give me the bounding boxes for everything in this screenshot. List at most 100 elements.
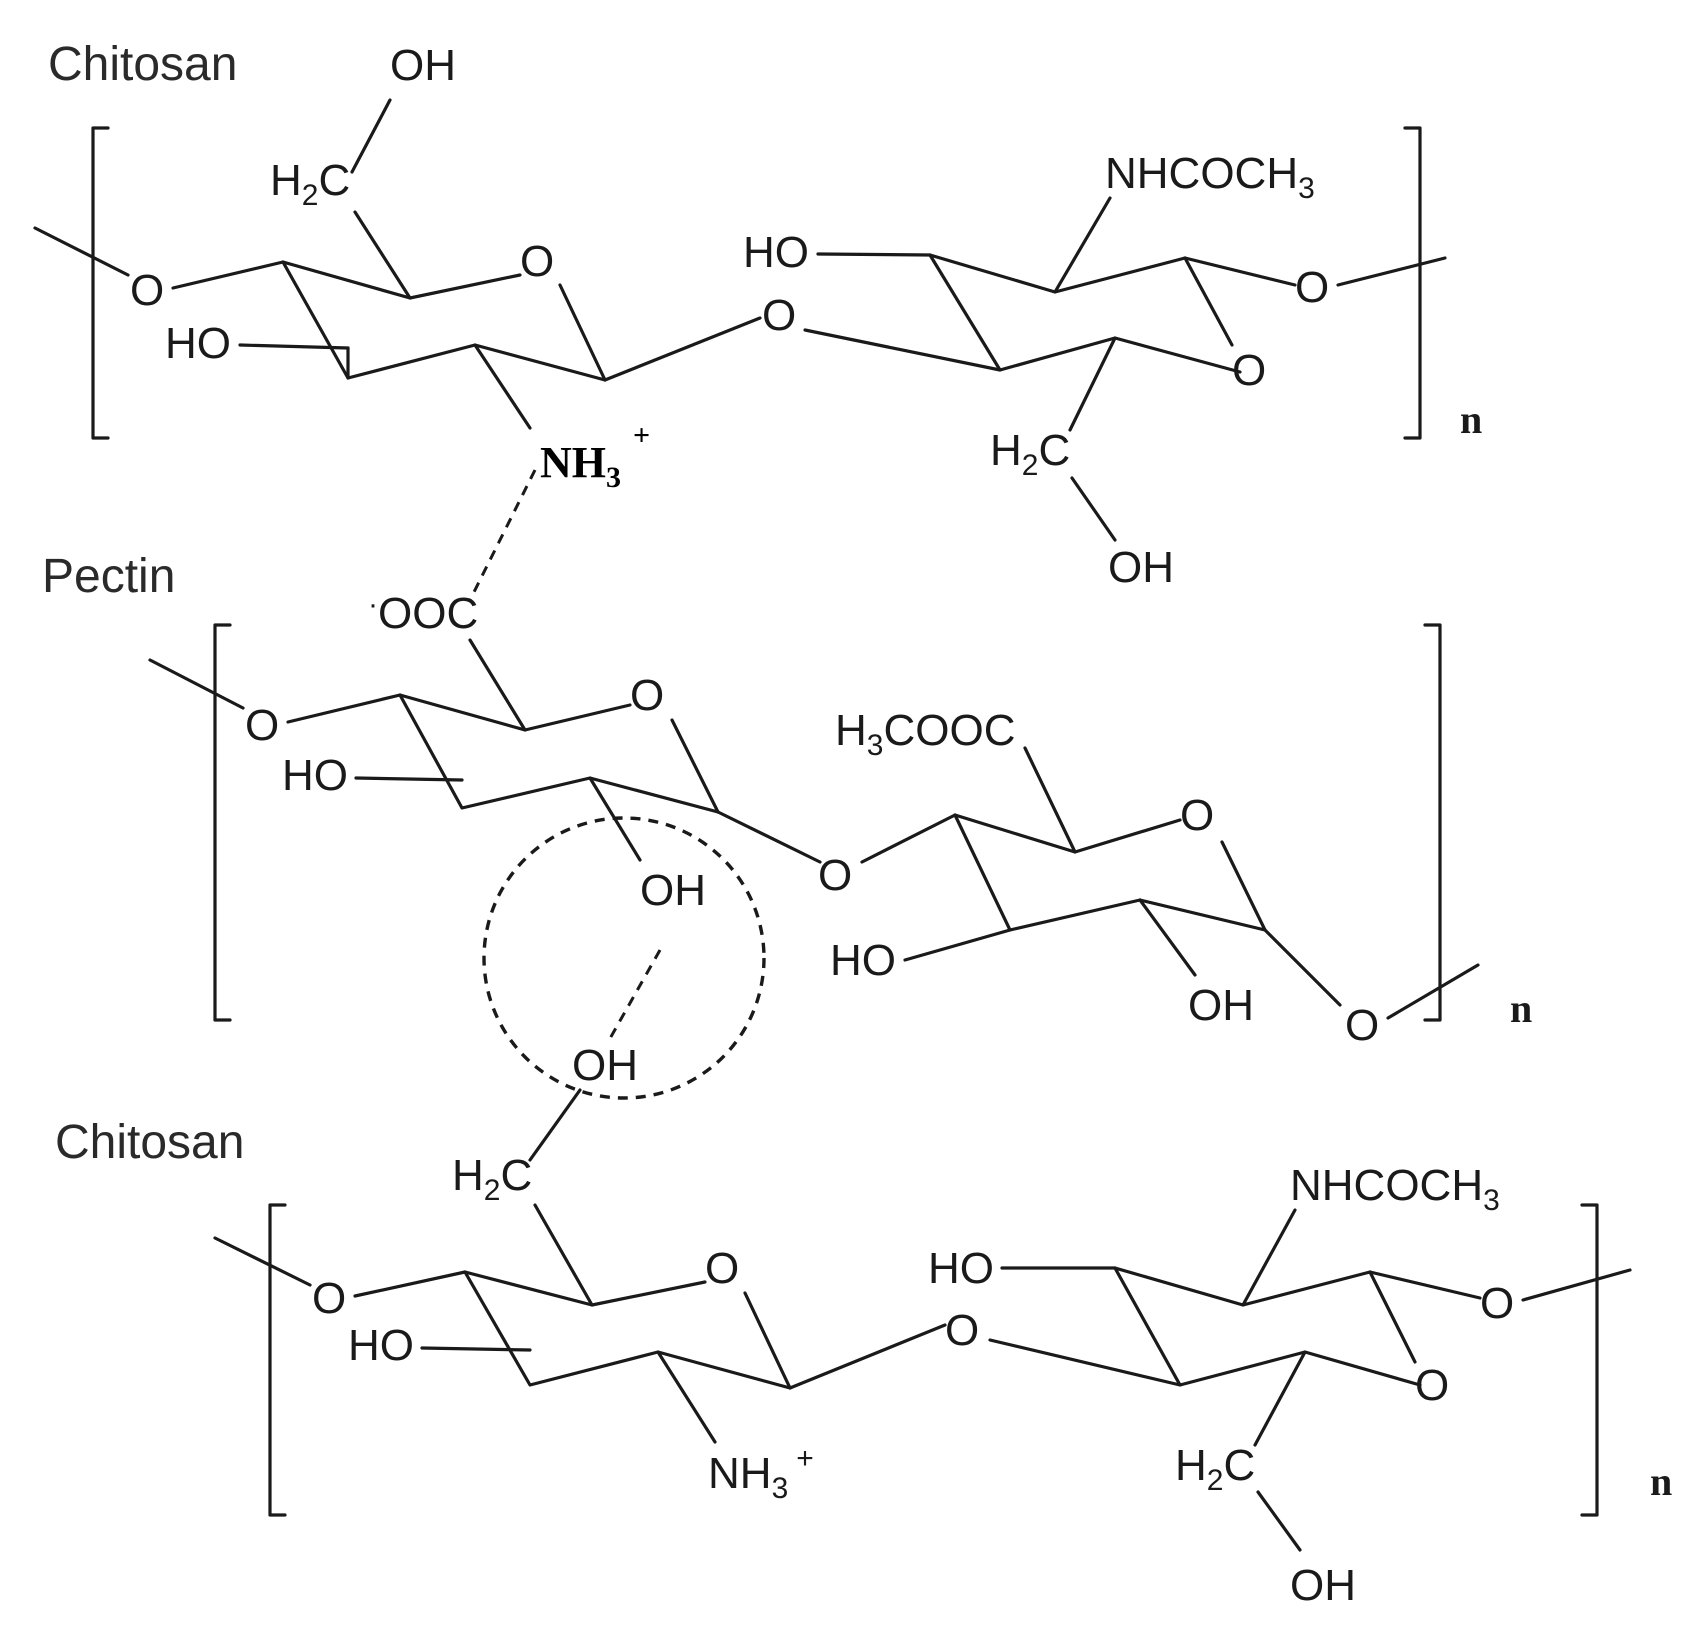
repeat-n-bottom: n <box>1650 1459 1672 1504</box>
bond <box>350 98 392 174</box>
ring1-oxygen: O <box>520 237 554 286</box>
ring1-oh-label: OH <box>390 41 456 90</box>
bond <box>816 252 932 257</box>
bond <box>528 1088 582 1162</box>
pectin-chain: Pectin n ·OOC O O HO OH O O H3COO <box>42 550 1532 1050</box>
bond <box>1220 840 1267 932</box>
bond <box>860 813 957 864</box>
bond <box>1023 746 1077 854</box>
bond <box>171 260 285 290</box>
ring2-oxygen: O <box>1180 791 1214 840</box>
ring1-h2c: H2C <box>452 1151 532 1207</box>
ring1-ho-label: HO <box>282 751 348 800</box>
left-terminal-bond <box>213 1236 312 1287</box>
ring1-oh-label: OH <box>640 866 706 915</box>
ring2-lower <box>1113 1266 1422 1387</box>
ring2-ho-label: HO <box>928 1244 994 1293</box>
bond <box>238 343 350 350</box>
ring2-lower <box>953 813 1267 932</box>
bond <box>1053 196 1112 294</box>
terminal-oxygen-left: O <box>312 1274 346 1323</box>
bond <box>468 638 527 732</box>
bond <box>656 1350 717 1444</box>
ring2-h2c: H2C <box>990 426 1070 482</box>
terminal-oxygen-right: O <box>1295 263 1329 312</box>
ring2-h2c: H2C <box>1175 1441 1255 1497</box>
ring1-lower <box>398 693 720 814</box>
bond <box>803 328 1002 372</box>
bond <box>1070 476 1117 542</box>
ring1-ho-label: HO <box>165 319 231 368</box>
left-bracket <box>213 623 232 1022</box>
bond <box>1256 1490 1302 1552</box>
bond <box>1263 928 1342 1007</box>
bond <box>1368 1270 1417 1364</box>
left-terminal-bond <box>33 226 130 277</box>
ring1-upper <box>281 260 522 300</box>
bond <box>1183 256 1297 287</box>
bond <box>1241 1208 1297 1307</box>
right-terminal-bond <box>1336 256 1447 287</box>
bond <box>286 693 402 724</box>
methyl-ester-label: H3COOC <box>835 706 1015 762</box>
ring2-oxygen: O <box>1232 346 1266 395</box>
chitosan-top-chain: Chitosan n O O HO H2C OH NH3+ O O <box>33 38 1482 592</box>
bond <box>1138 898 1197 977</box>
terminal-oxygen-left: O <box>130 266 164 315</box>
nh3-bond <box>473 343 532 430</box>
ring1-lower <box>281 260 607 382</box>
ring1-ho-label: HO <box>348 1321 414 1370</box>
chitosan-top-label: Chitosan <box>48 38 237 91</box>
ring2-ho-label: HO <box>743 228 809 277</box>
nhcoch3-top: NHCOCH3 <box>1105 149 1315 205</box>
bond <box>533 1203 594 1307</box>
ring2-oh-label: OH <box>1290 1561 1356 1610</box>
bond <box>603 316 762 382</box>
bond <box>670 718 720 814</box>
ring1-h2c: H2C <box>270 156 350 212</box>
ring1-o-bond <box>558 283 607 382</box>
ring2-oh-label: OH <box>1108 543 1174 592</box>
ionic-interaction-dashed <box>468 469 537 601</box>
ring1-oxygen: O <box>705 1244 739 1293</box>
ring2-lower <box>928 253 1242 374</box>
ring2-oh-label: OH <box>1188 981 1254 1030</box>
bond <box>1253 1350 1307 1447</box>
bond <box>743 1291 792 1390</box>
carboxylate-label: ·OOC <box>368 588 478 638</box>
nh3-plus-top: NH3+ <box>540 419 650 494</box>
chitosan-bottom-chain: OH Chitosan n O O HO H2C NH3+ O O H <box>55 1041 1672 1610</box>
hydrogen-bond-highlight-circle <box>482 816 766 1100</box>
right-bracket <box>1580 1203 1599 1517</box>
ring1-oxygen: O <box>630 671 664 720</box>
bond <box>1368 1270 1482 1300</box>
nh3-plus-bottom: NH3+ <box>708 1442 814 1505</box>
hydrogen-bond-dashed <box>606 949 662 1043</box>
pectin-label: Pectin <box>42 550 175 603</box>
right-terminal-bond <box>1521 1268 1632 1302</box>
glycosidic-oxygen-top: O <box>762 291 796 340</box>
bond <box>353 1270 467 1298</box>
bond <box>420 1346 532 1352</box>
left-bracket <box>268 1203 287 1517</box>
right-bracket <box>1403 126 1422 440</box>
bond <box>788 1323 947 1390</box>
repeat-n-top: n <box>1460 397 1482 442</box>
terminal-oxygen-left: O <box>245 701 279 750</box>
bond <box>354 776 464 782</box>
bond <box>1068 336 1117 432</box>
ring1-upper <box>463 1270 707 1307</box>
ring1-lower <box>463 1270 792 1390</box>
chitosan-bottom-label: Chitosan <box>55 1116 244 1169</box>
bond <box>716 810 822 864</box>
bond <box>988 1338 1182 1387</box>
bottom-ch2-oh-label: OH <box>572 1041 638 1090</box>
nhcoch3-bottom: NHCOCH3 <box>1290 1161 1500 1217</box>
ring1-ch2-bond <box>353 210 412 300</box>
glycosidic-oxygen-bottom: O <box>945 1306 979 1355</box>
left-terminal-bond <box>148 658 245 710</box>
terminal-oxygen-right: O <box>1345 1001 1379 1050</box>
right-terminal-bond <box>1386 963 1480 1020</box>
repeat-n-pectin: n <box>1510 986 1532 1031</box>
